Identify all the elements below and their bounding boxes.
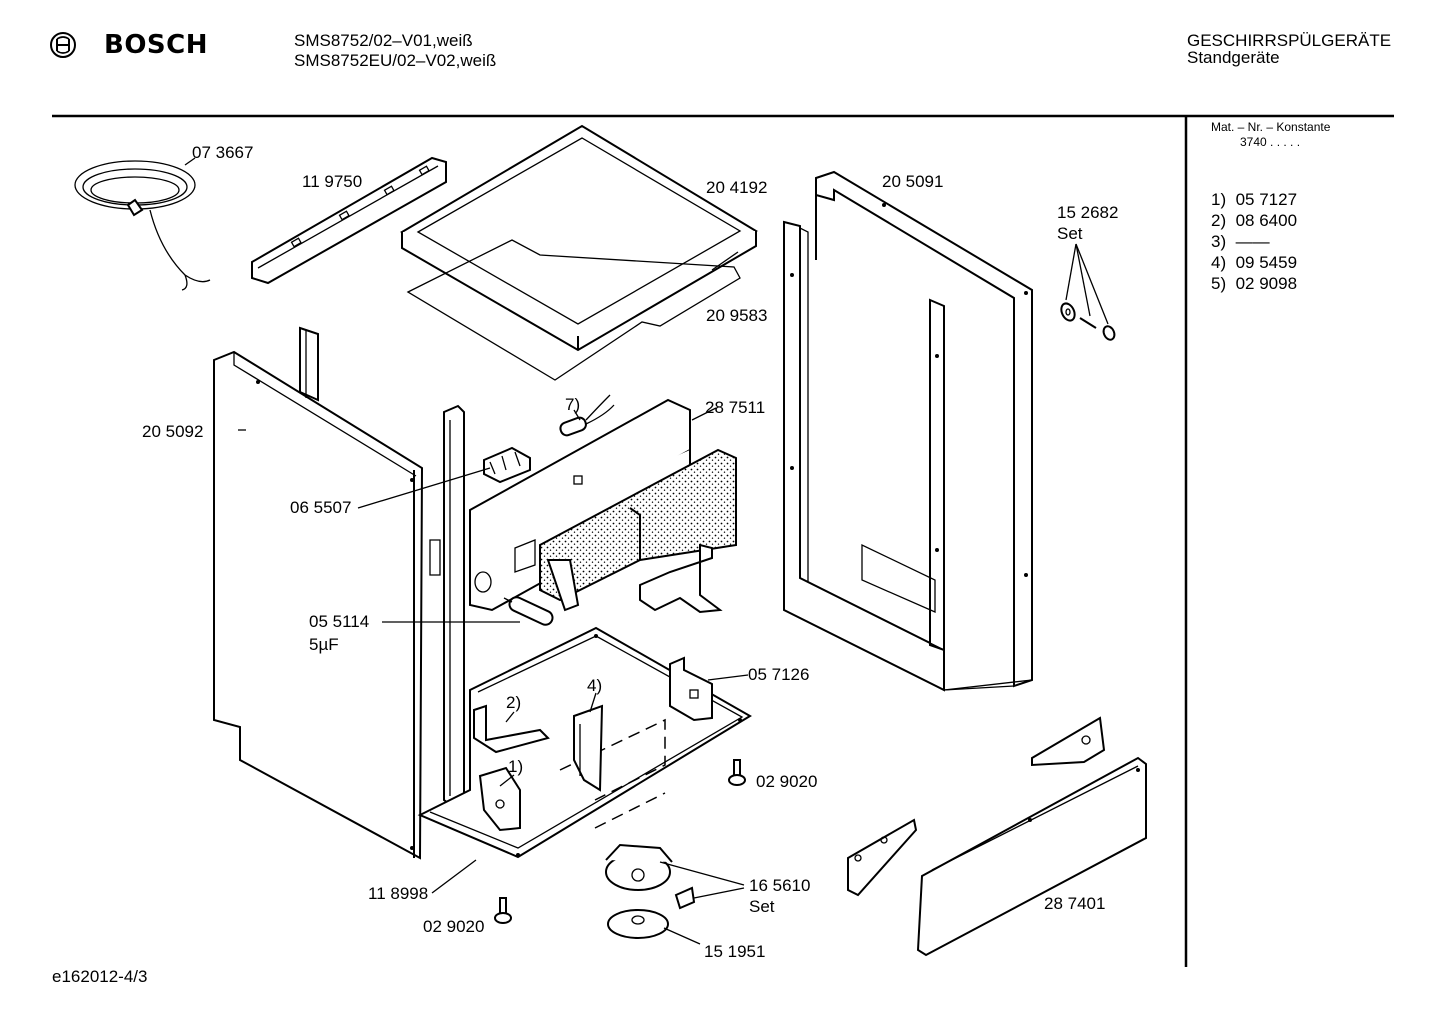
item-key: 3) — [1211, 232, 1227, 251]
float-switch-part — [605, 843, 696, 910]
part-label: 20 5092 — [142, 422, 204, 441]
category-title: GESCHIRRSPÜLGERÄTE — [1187, 31, 1392, 50]
part-label: 7) — [565, 395, 581, 414]
part-label: 28 7401 — [1044, 894, 1106, 913]
part-label: 05 7126 — [748, 665, 810, 684]
item-value: 08 6400 — [1235, 211, 1298, 230]
item-value: 02 9098 — [1235, 274, 1298, 293]
bosch-logo-icon — [48, 30, 78, 60]
power-cable-part — [74, 157, 211, 291]
kickboard-part — [916, 756, 1147, 957]
foot-right-part — [728, 759, 746, 786]
part-label: 06 5507 — [290, 498, 352, 517]
item-key: 5) — [1211, 274, 1227, 293]
part-label: Set — [749, 897, 775, 916]
foot-left-part — [494, 897, 512, 924]
part-label: 20 4192 — [706, 178, 768, 197]
part-label: Set — [1057, 224, 1083, 243]
item-key: 4) — [1211, 253, 1227, 272]
gasket-plate-part — [406, 239, 741, 381]
bracket-two-part — [473, 704, 550, 754]
item-value: 09 5459 — [1235, 253, 1298, 272]
bracket-four-part — [573, 704, 604, 792]
part-label: 28 7511 — [705, 398, 766, 417]
corner-bracket-part — [669, 656, 713, 722]
list-item: 5) 02 9098 — [1211, 273, 1297, 294]
mounting-rail-part — [251, 156, 447, 285]
brand-name: BOSCH — [104, 30, 208, 60]
worktop-part — [400, 124, 758, 352]
capacitor-part — [503, 596, 554, 626]
part-label: 02 9020 — [423, 917, 485, 936]
model-line-1: SMS8752/02–V01,weiß — [294, 31, 473, 50]
leader-lines — [238, 251, 749, 945]
part-label: 15 2682 — [1057, 203, 1119, 222]
support-bracket-lower-part — [847, 818, 918, 897]
part-label: 5µF — [309, 635, 339, 654]
left-side-panel-part — [213, 326, 424, 860]
item-key: 2) — [1211, 211, 1227, 230]
list-item: 4) 09 5459 — [1211, 252, 1297, 273]
screw-set-part — [1060, 243, 1116, 341]
list-item: 2) 08 6400 — [1211, 210, 1297, 231]
part-label: 4) — [587, 676, 603, 695]
part-label: 11 9750 — [302, 172, 363, 191]
mat-nr-value: 3740 . . . . . — [1240, 135, 1301, 149]
right-side-panel-part — [783, 170, 1033, 692]
part-label: 1) — [508, 757, 524, 776]
part-label: 05 5114 — [309, 612, 370, 631]
disc-part — [607, 909, 669, 939]
front-strut-part — [429, 404, 465, 808]
part-label: 16 5610 — [749, 876, 811, 895]
switch-part — [483, 446, 531, 484]
bracket-one-part — [478, 766, 521, 832]
item-value: 05 7127 — [1235, 190, 1298, 209]
item-key: 1) — [1211, 190, 1227, 209]
part-label: 20 5091 — [882, 172, 944, 191]
control-panel-part — [469, 398, 737, 612]
item-value: —— — [1235, 232, 1270, 251]
part-label: 07 3667 — [192, 143, 254, 162]
support-bracket-upper-part — [1031, 716, 1106, 767]
part-label: 20 9583 — [706, 306, 768, 325]
part-label: 2) — [506, 693, 522, 712]
category-subtitle: Standgeräte — [1187, 48, 1280, 67]
part-label: 02 9020 — [756, 772, 818, 791]
capacitor-seven-part — [559, 394, 615, 437]
model-line-2: SMS8752EU/02–V02,weiß — [294, 51, 497, 70]
list-item: 3) —— — [1211, 231, 1270, 252]
mat-nr-label: Mat. – Nr. – Konstante — [1211, 120, 1331, 134]
drawing-code: e162012-4/3 — [52, 967, 148, 986]
part-label: 15 1951 — [704, 942, 766, 961]
hose-connector-part — [639, 543, 723, 614]
list-item: 1) 05 7127 — [1211, 189, 1297, 210]
part-label: 11 8998 — [368, 884, 429, 903]
